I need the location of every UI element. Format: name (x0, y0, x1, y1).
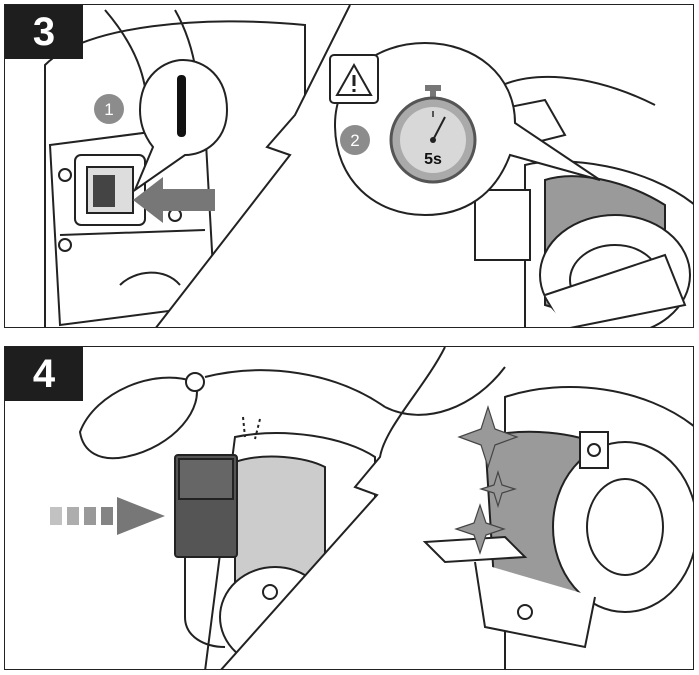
step-number-badge: 4 (5, 347, 83, 401)
scene-divider (155, 5, 351, 327)
grinder-wheel-scene (474, 75, 693, 327)
step-number-badge: 3 (5, 5, 83, 59)
power-switch-icon (74, 154, 146, 226)
scene-divider (220, 347, 446, 669)
marker-1-label: 1 (104, 100, 113, 119)
warning-triangle-icon (329, 54, 379, 104)
step-4-panel: 4 (4, 346, 694, 670)
step-3-illustration: 1 2 (44, 5, 693, 327)
timer-duration-label: 5s (424, 151, 442, 168)
step-4-illustration (50, 347, 693, 669)
step-3-panel: 3 1 (4, 4, 694, 328)
marker-2 (340, 125, 370, 155)
sparkle-icon (454, 405, 519, 555)
eye-shield (78, 369, 386, 460)
switch-zoom-callout (132, 58, 229, 193)
dashed-arrow-right-icon (50, 497, 165, 535)
arrow-left-icon (133, 177, 215, 223)
stopwatch-icon (389, 85, 477, 184)
marker-1 (94, 94, 124, 124)
marker-2-label: 2 (350, 131, 359, 150)
grinder-right-scene (422, 386, 693, 669)
